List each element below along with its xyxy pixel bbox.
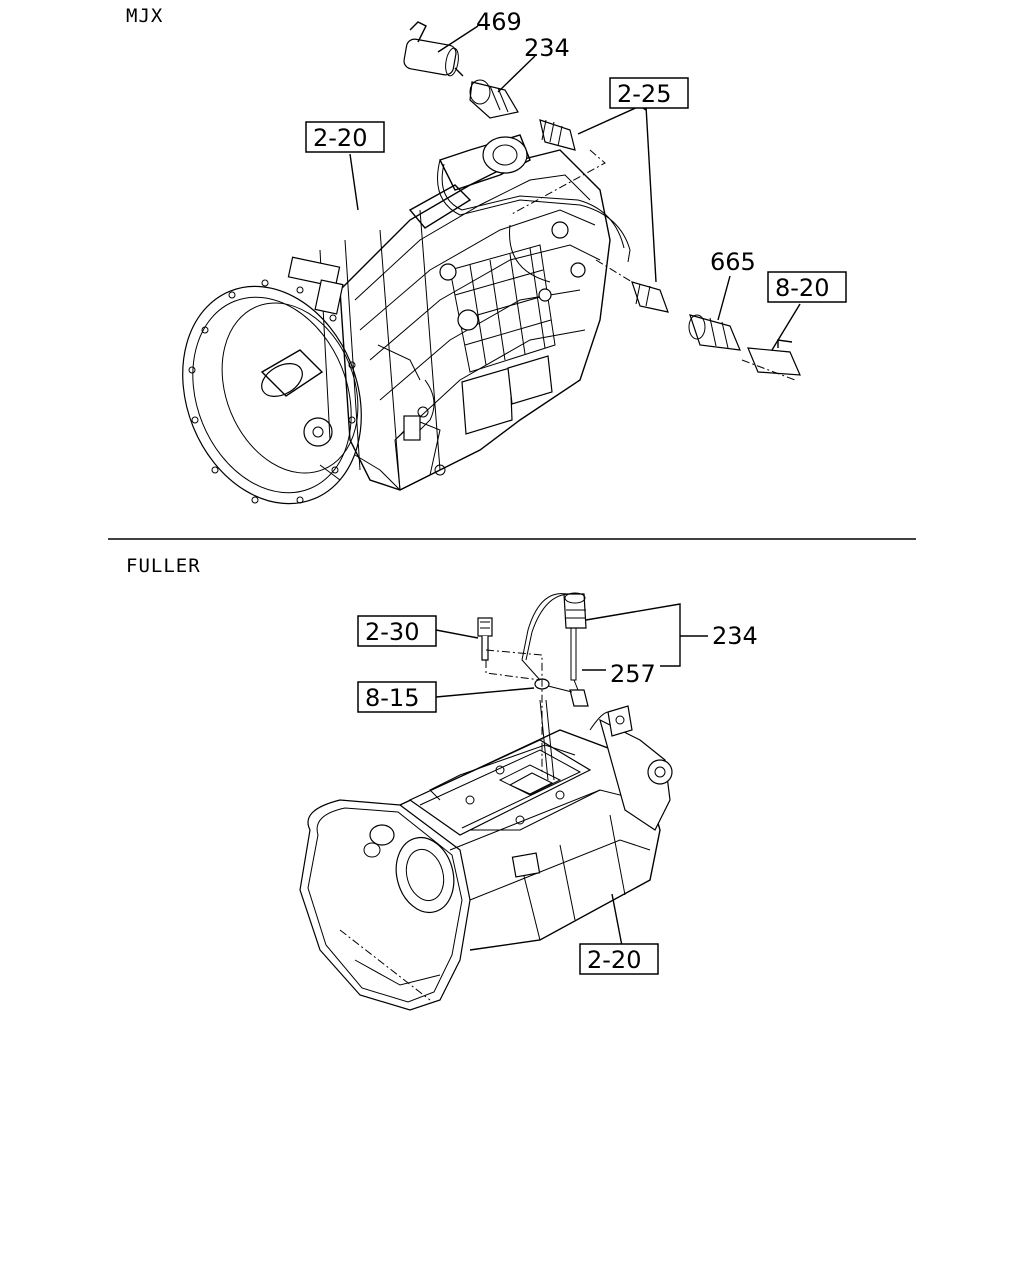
ref-box-8-15 bbox=[357, 681, 437, 713]
ref-box-8-20 bbox=[767, 271, 847, 303]
part-8-20-bracket-drawing bbox=[741, 339, 801, 381]
part-2-25-sensors-drawing bbox=[539, 119, 669, 313]
fuller-transmission-drawing bbox=[299, 699, 673, 1011]
ref-box-2-30 bbox=[357, 615, 437, 647]
section-title-mjx: MJX bbox=[126, 5, 163, 27]
ref-box-2-20-top bbox=[305, 121, 385, 153]
ref-box-2-20-bottom bbox=[579, 943, 659, 975]
part-469-solenoid-drawing bbox=[403, 21, 464, 77]
ref-8-15: 8-15 bbox=[365, 684, 419, 712]
ref-box-2-25 bbox=[609, 77, 689, 109]
part-2-30-bolt-drawing bbox=[477, 617, 493, 661]
ref-2-20-top: 2-20 bbox=[313, 124, 367, 152]
callout-234-bottom: 234 bbox=[712, 622, 758, 650]
mjx-transmission-drawing bbox=[182, 134, 631, 505]
part-665-sensor-drawing bbox=[688, 314, 741, 351]
part-234-sensor-cable-drawing bbox=[521, 592, 589, 707]
part-8-15-clip-drawing bbox=[534, 678, 573, 693]
top-leader-lines bbox=[349, 25, 801, 351]
callout-469: 469 bbox=[476, 8, 522, 36]
ref-2-30: 2-30 bbox=[365, 618, 419, 646]
callout-234-top: 234 bbox=[524, 34, 570, 62]
part-234-sensor-drawing bbox=[469, 79, 519, 119]
ref-8-20: 8-20 bbox=[775, 274, 829, 302]
ref-2-25: 2-25 bbox=[617, 80, 671, 108]
callout-665: 665 bbox=[710, 248, 756, 276]
ref-2-20-bottom: 2-20 bbox=[587, 946, 641, 974]
section-title-fuller: FULLER bbox=[126, 555, 201, 577]
bottom-leader-lines bbox=[435, 603, 708, 947]
callout-257: 257 bbox=[610, 660, 656, 688]
